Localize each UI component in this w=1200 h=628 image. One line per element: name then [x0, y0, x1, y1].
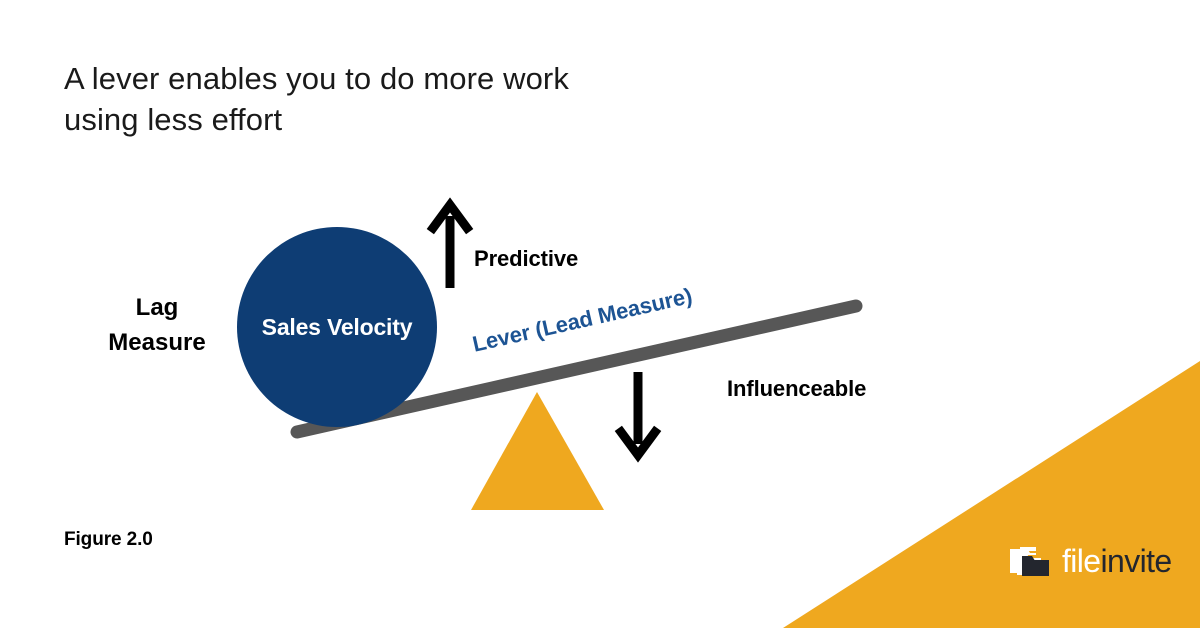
influenceable-label: Influenceable: [727, 376, 867, 401]
lag-measure-label: Lag Measure: [108, 294, 206, 356]
folder-stack-icon: [1010, 547, 1049, 576]
sales-velocity-label: Sales Velocity: [261, 313, 413, 340]
triangle-fulcrum-icon: [471, 392, 604, 510]
sales-velocity-circle: Sales Velocity: [237, 227, 437, 427]
arrow-down-icon: [614, 372, 662, 463]
corner-wedge-icon: [783, 361, 1200, 628]
page-title: A lever enables you to do more work usin…: [64, 61, 569, 137]
logo-word-file: file: [1062, 543, 1101, 579]
fileinvite-logo: fileinvite: [1008, 543, 1172, 579]
logo-word-invite: invite: [1100, 543, 1173, 579]
logo-wordmark: fileinvite: [1062, 545, 1172, 577]
figure-caption: Figure 2.0: [64, 529, 153, 550]
arrow-up-icon: [426, 197, 474, 288]
predictive-label: Predictive: [474, 246, 579, 271]
